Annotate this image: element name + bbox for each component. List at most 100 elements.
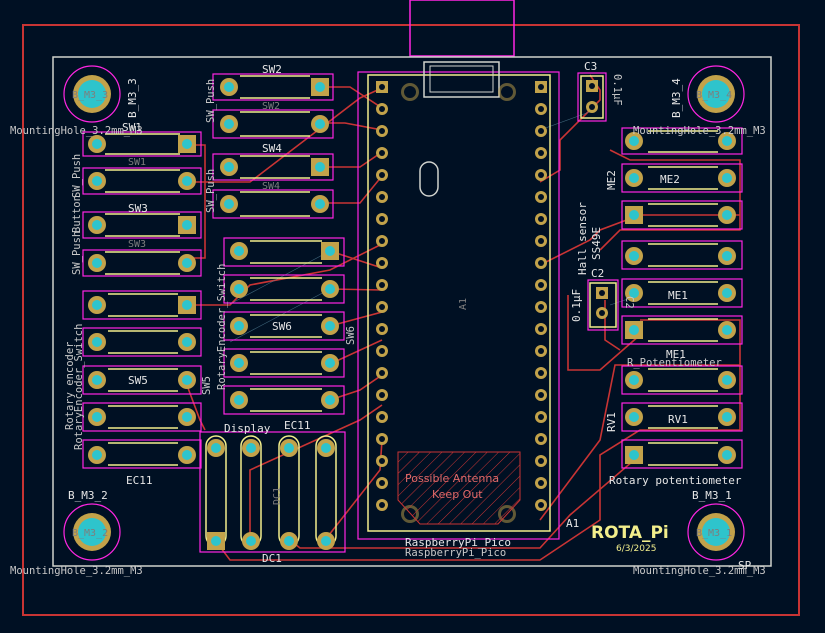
pico-pin[interactable] [376,301,388,313]
pico-pin[interactable] [376,499,388,511]
label-ec11-a: EC11 [126,474,153,487]
pico-pin[interactable] [376,213,388,225]
pico-pin[interactable] [376,367,388,379]
label-sw5-vertical: SW5 [201,376,213,395]
pico-pin[interactable] [535,411,547,423]
c2-hall-sensor[interactable] [587,279,619,331]
label-sw-push-d: SW_Push [71,231,83,275]
label-rv1-b: RV1 [668,413,688,426]
me1-footprint[interactable] [621,240,743,345]
label-sw1-ref: SW1 [128,157,146,168]
pico-pin[interactable] [376,323,388,335]
label-antenna-line2: Keep Out [432,488,483,501]
label-sw6-vertical: SW6 [345,326,357,345]
pico-pin[interactable] [376,433,388,445]
pico-pin[interactable] [376,477,388,489]
label-a1-footer: A1 [566,517,579,530]
pico-pin[interactable] [376,103,388,115]
pico-pin[interactable] [535,323,547,335]
label-sw4: SW4 [262,142,282,155]
label-b-m3-2-inner: B_M3_2 [72,528,108,539]
pico-pin[interactable] [376,147,388,159]
pico-pin[interactable] [376,455,388,467]
pico-pin[interactable] [376,279,388,291]
pico-pin[interactable] [535,455,547,467]
pico-pin[interactable] [535,367,547,379]
label-c3: C3 [584,60,597,73]
pico-pin[interactable] [535,103,547,115]
pico-pin[interactable] [535,147,547,159]
label-b-m3-3-inner: B_M3_3 [72,90,108,101]
mounting-hole-b-m3-1[interactable] [687,503,745,561]
label-mh-tr: MountingHole_3.2mm_M3 [633,125,766,137]
sw6-footprint[interactable] [223,237,345,415]
pico-pin[interactable] [376,345,388,357]
label-display: Display [224,422,271,435]
label-sw6: SW6 [272,320,292,333]
pico-pin[interactable] [376,235,388,247]
pico-pin[interactable] [535,213,547,225]
label-antenna-line1: Possible Antenna [405,472,499,485]
label-sp: SP [738,559,752,572]
label-rpi-pico-a: RaspberryPi_Pico [405,536,511,549]
board-title: ROTA_Pi [591,523,669,543]
label-rpi-pico-b: RaspberryPi_Pico [405,547,506,559]
sw2-footprint[interactable] [212,73,334,139]
label-sw3: SW3 [128,202,148,215]
pico-pin[interactable] [376,257,388,269]
me2-footprint[interactable] [621,127,743,230]
raspberry-pi-pico-footprint[interactable] [357,61,560,540]
label-b-m3-2: B_M3_2 [68,489,108,502]
pico-pin[interactable] [376,191,388,203]
pico-pin[interactable] [535,389,547,401]
label-sw5: SW5 [128,374,148,387]
board-date: 6/3/2025 [616,544,656,554]
pico-pin[interactable] [376,125,388,137]
c3-capacitor[interactable] [577,72,607,122]
label-ec11-b: EC11 [284,419,311,432]
pico-pin[interactable] [376,81,388,93]
pico-pin[interactable] [535,235,547,247]
pico-pin[interactable] [535,257,547,269]
pico-pin[interactable] [535,345,547,357]
label-rotary-encoder-switch-b: RotaryEncoder_Switch [216,264,228,390]
label-hall-sensor: Hall sensor [576,202,589,275]
mounting-hole-b-m3-3[interactable] [63,65,121,123]
pico-pin[interactable] [535,125,547,137]
mounting-hole-b-m3-2[interactable] [63,503,121,561]
mounting-hole-b-m3-4[interactable] [687,65,745,123]
pico-pin[interactable] [535,279,547,291]
pico-pin[interactable] [376,411,388,423]
label-sw2: SW2 [262,63,282,76]
label-sw2-ref: SW2 [262,101,280,112]
pico-pin[interactable] [535,477,547,489]
label-sw1: SW1 [122,121,142,134]
label-sw-push-b: SW_Push [205,169,217,213]
label-rotary-encoder-switch-a: RotaryEncoder_Switch [73,324,85,450]
pico-pin[interactable] [535,169,547,181]
pico-pin[interactable] [535,499,547,511]
sw5-footprint[interactable] [82,290,202,469]
label-b-m3-1: B_M3_1 [692,489,732,502]
label-me2-a: ME2 [605,170,618,190]
pico-pin[interactable] [535,81,547,93]
pico-pin[interactable] [535,191,547,203]
label-rotary-encoder: Rotary encoder [64,341,76,430]
pico-pin[interactable] [376,169,388,181]
label-mh-br: MountingHole_3.2mm_M3 [633,565,766,577]
pico-pin[interactable] [535,301,547,313]
board-edge-cuts [52,56,772,567]
pico-pin[interactable] [535,433,547,445]
sw4-footprint[interactable] [212,153,334,219]
label-me1-b: ME1 [666,348,686,361]
sw1-footprint[interactable] [82,131,202,195]
pico-right-pin-header [535,81,547,511]
pico-pin[interactable] [376,389,388,401]
silkscreen-labels: SW2 SW2 SW4 SW4 SW1 SW1 SW3 SW3 SW5 SW6 … [10,60,766,577]
rv1-footprint[interactable] [621,365,743,469]
display-connector[interactable] [199,431,346,553]
label-r-potentiometer: R_Potentiometer [627,357,722,369]
label-b-m3-1-inner: B_M3_1 [696,528,732,539]
sw3-footprint[interactable] [82,211,202,277]
